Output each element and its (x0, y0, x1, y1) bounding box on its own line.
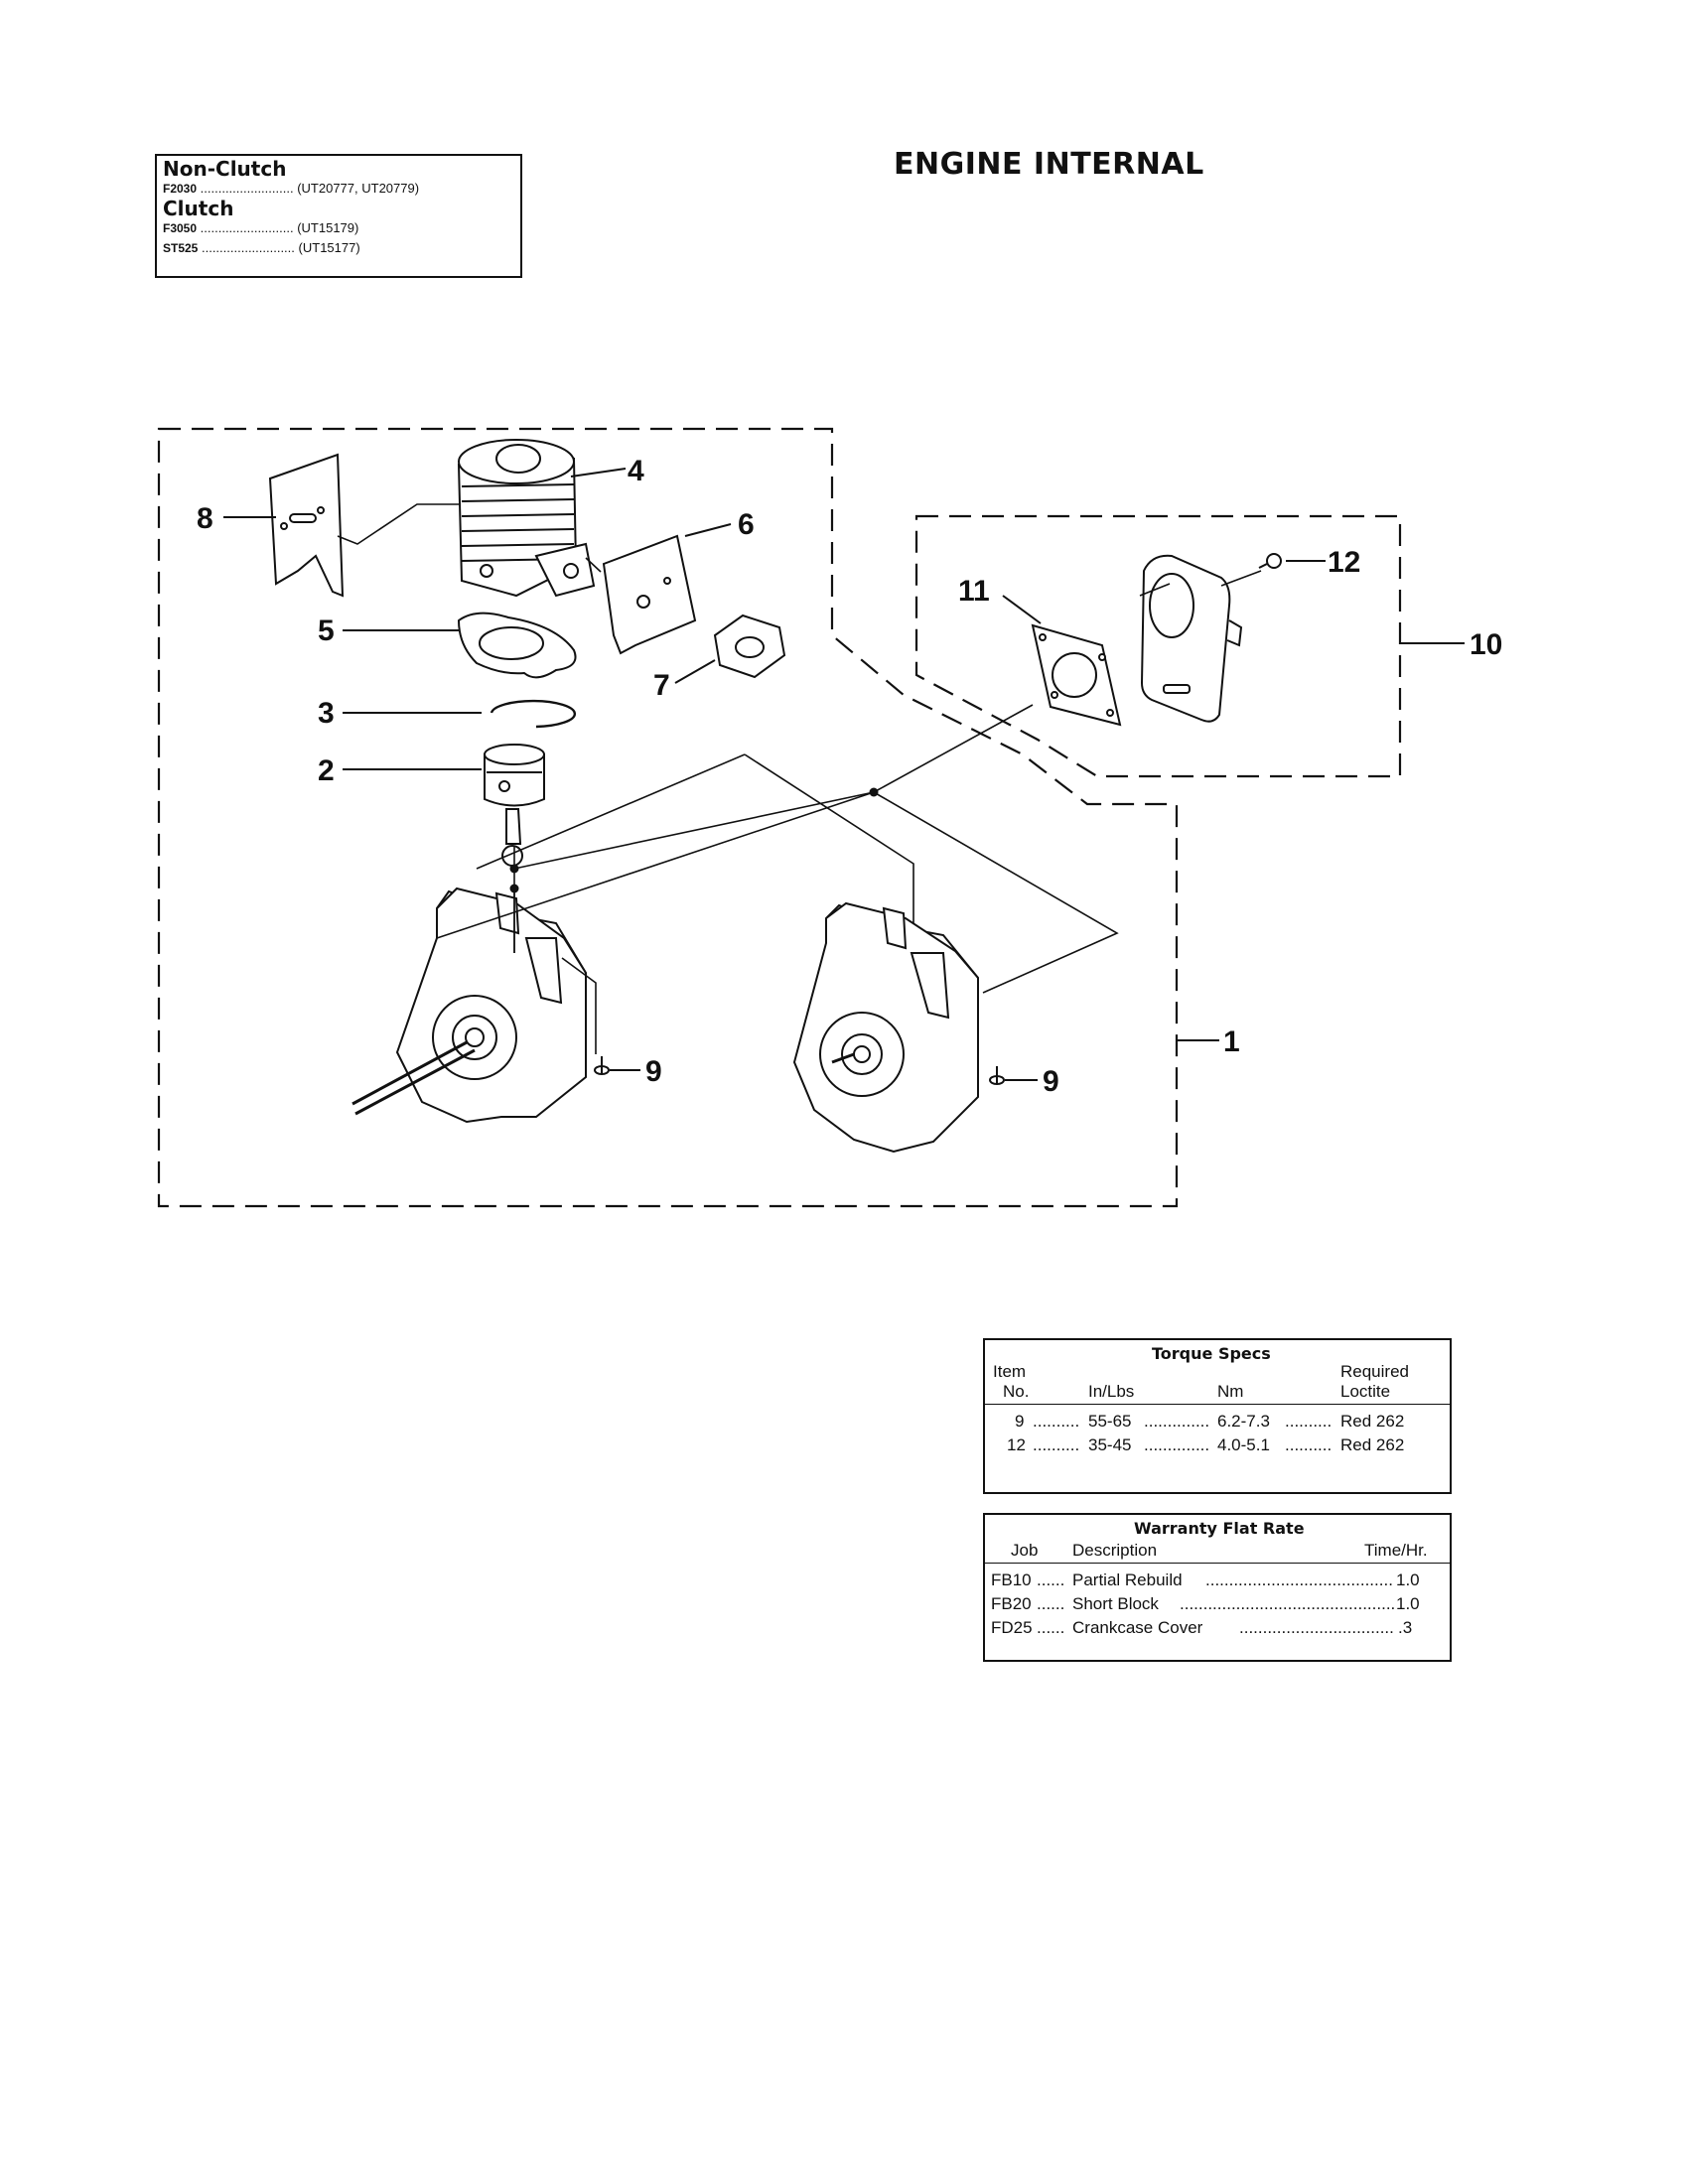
warranty-description: Partial Rebuild (1072, 1570, 1183, 1589)
callout-2: 2 (318, 754, 335, 787)
warranty-job: FB10 (991, 1570, 1032, 1589)
warranty-job: FB20 (991, 1594, 1032, 1613)
model-codes: (UT15177) (298, 240, 360, 255)
leader-dots: .......... (1285, 1435, 1333, 1454)
torque-loctite: Red 262 (1340, 1412, 1405, 1431)
part-10-adapter (1140, 554, 1243, 723)
leader-dots: ........................................ (1205, 1570, 1393, 1589)
part-4-cylinder (457, 439, 596, 598)
leader-dots: ...... (1037, 1570, 1065, 1589)
callout-11: 11 (958, 575, 990, 608)
part-1-crankcase-right (792, 901, 979, 1154)
header-item-no: No. (1003, 1382, 1030, 1401)
leader-dots: .......... (1285, 1412, 1333, 1431)
model-number: F3050 (163, 221, 198, 235)
page-title: ENGINE INTERNAL (894, 147, 1204, 182)
callout-10: 10 (1470, 628, 1502, 661)
part-2-piston (484, 744, 545, 867)
part-3-ring (490, 699, 577, 729)
part-12-screw (1258, 553, 1282, 569)
torque-loctite: Red 262 (1340, 1435, 1405, 1454)
header-rule (985, 1404, 1450, 1405)
torque-item: 9 (1015, 1412, 1025, 1431)
callout-7: 7 (653, 669, 670, 702)
clutch-heading: Clutch (163, 197, 234, 220)
warranty-time: 1.0 (1396, 1570, 1420, 1589)
callout-6: 6 (738, 508, 755, 541)
leader-dots: .......... (1033, 1412, 1080, 1431)
header-loctite: Loctite (1340, 1382, 1391, 1401)
part-9-screw-right (989, 1066, 1005, 1085)
header-nm: Nm (1217, 1382, 1244, 1401)
callout-1: 1 (1223, 1025, 1240, 1058)
part-9-screw-left (594, 1056, 610, 1075)
part-5-gasket (457, 612, 577, 679)
torque-title: Torque Specs (1152, 1344, 1271, 1363)
part-8-plate (268, 453, 345, 598)
callout-4: 4 (628, 455, 644, 487)
header-description: Description (1072, 1541, 1158, 1560)
callout-8: 8 (197, 502, 213, 535)
header-job: Job (1011, 1541, 1039, 1560)
warranty-title: Warranty Flat Rate (1134, 1519, 1305, 1538)
part-1-crankcase-left (351, 887, 587, 1124)
warranty-description: Crankcase Cover (1072, 1618, 1203, 1637)
torque-specs-table: Torque Specs Item No. In/Lbs Nm Required… (983, 1338, 1452, 1494)
model-row: F2030 .......................... (UT2077… (163, 179, 514, 199)
callout-5: 5 (318, 614, 335, 647)
header-rule (985, 1563, 1450, 1564)
part-7-gasket (713, 614, 786, 679)
warranty-description: Short Block (1072, 1594, 1159, 1613)
callout-3: 3 (318, 697, 335, 730)
callout-9-left: 9 (645, 1055, 662, 1088)
warranty-job: FD25 (991, 1618, 1033, 1637)
torque-item: 12 (1007, 1435, 1026, 1454)
part-11-gasket (1031, 623, 1122, 727)
header-time: Time/Hr. (1364, 1541, 1428, 1560)
model-applicability-box: Non-Clutch F2030 .......................… (155, 154, 522, 278)
callout-12: 12 (1328, 546, 1360, 579)
junction-dots (509, 787, 879, 893)
model-row: ST525 .......................... (UT1517… (163, 238, 514, 258)
model-codes: (UT15179) (297, 220, 359, 235)
warranty-flat-rate-table: Warranty Flat Rate Job Description Time/… (983, 1513, 1452, 1662)
leader-dots: ................................. (1239, 1618, 1394, 1637)
leader-dots: ...... (1037, 1594, 1065, 1613)
non-clutch-heading: Non-Clutch (163, 157, 287, 181)
model-row: F3050 .......................... (UT1517… (163, 218, 514, 238)
leader-lines (223, 468, 1465, 1081)
leader-dots: .......................... (200, 220, 294, 235)
model-number: F2030 (163, 182, 198, 196)
group-boundary-10 (914, 514, 1402, 778)
model-number: ST525 (163, 241, 199, 255)
model-codes: (UT20777, UT20779) (297, 181, 420, 196)
exploded-parts-diagram: 8 4 6 5 7 3 2 11 12 10 1 9 9 (157, 427, 1502, 1208)
header-item: Item (993, 1362, 1027, 1381)
leader-dots: .............. (1144, 1435, 1210, 1454)
leader-dots: ........................................… (1180, 1594, 1394, 1613)
torque-inlbs: 55-65 (1088, 1412, 1132, 1431)
leader-dots: .......................... (201, 240, 295, 255)
torque-nm: 6.2-7.3 (1217, 1412, 1270, 1431)
leader-dots: .............. (1144, 1412, 1210, 1431)
leader-dots: ...... (1037, 1618, 1065, 1637)
torque-inlbs: 35-45 (1088, 1435, 1132, 1454)
warranty-time: .3 (1398, 1618, 1413, 1637)
warranty-time: 1.0 (1396, 1594, 1420, 1613)
header-inlbs: In/Lbs (1088, 1382, 1135, 1401)
leader-dots: .......... (1033, 1435, 1080, 1454)
callout-9-right: 9 (1043, 1065, 1059, 1098)
assembly-lines (337, 503, 1262, 1054)
leader-dots: .......................... (200, 181, 294, 196)
header-required: Required (1340, 1362, 1409, 1381)
torque-nm: 4.0-5.1 (1217, 1435, 1270, 1454)
part-6-insulator (602, 534, 697, 655)
